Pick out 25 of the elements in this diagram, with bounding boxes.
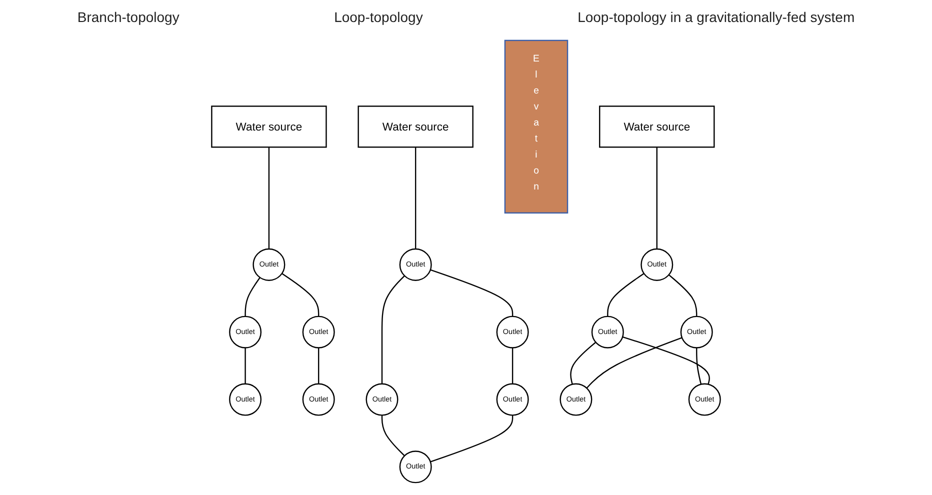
pipe-line — [268, 147, 270, 250]
section-heading: Loop-topology — [334, 9, 423, 25]
pipe-line — [656, 147, 658, 250]
pipe-line — [586, 337, 682, 389]
pipe-line — [622, 336, 710, 384]
section-heading: Loop-topology in a gravitationally-fed system — [578, 9, 855, 25]
pipe-line — [318, 348, 320, 384]
pipe-line — [430, 269, 514, 316]
pipe-line — [607, 273, 644, 316]
water-source-box: Water source — [599, 106, 715, 148]
pipe-line — [570, 342, 596, 384]
pipe-line — [668, 274, 698, 316]
pipe-line — [381, 275, 405, 384]
pipe-line — [696, 348, 702, 384]
pipe-line — [282, 272, 320, 316]
pipe-line — [430, 415, 514, 462]
pipe-line — [244, 348, 246, 384]
elevation-bar: Elevation — [504, 40, 568, 214]
water-source-box: Water source — [211, 106, 327, 148]
section-heading: Branch-topology — [77, 9, 180, 25]
water-source-box: Water source — [358, 106, 474, 148]
pipe-line — [512, 348, 514, 384]
pipe-line — [414, 147, 416, 250]
pipe-line — [244, 277, 260, 316]
pipe-line — [381, 415, 405, 456]
